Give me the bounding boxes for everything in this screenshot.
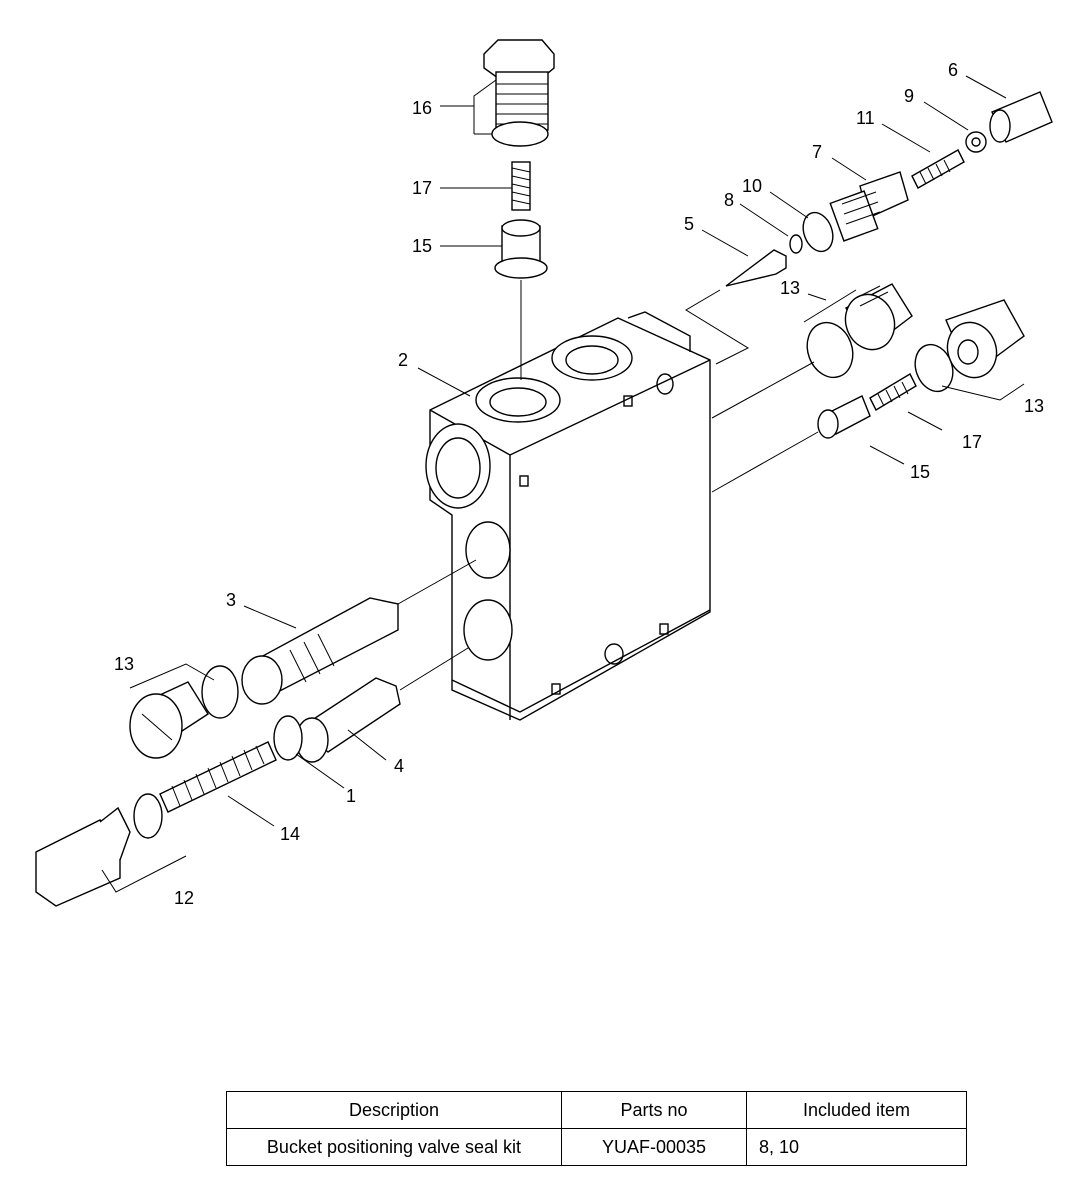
fitting-7	[829, 171, 909, 242]
callout-12: 12	[174, 888, 194, 908]
callout-16: 16	[412, 98, 432, 118]
plug-13-left	[129, 663, 239, 759]
poppet-15-right	[817, 395, 871, 439]
callout-13-upper: 13	[780, 278, 800, 298]
spring-17-right	[869, 373, 917, 411]
exploded-parts-diagram: 16 17 15 2 6 9 11 7 10 8 5 13 13 17 15 3…	[35, 39, 1053, 908]
spool-3	[241, 559, 477, 705]
plug-13-upper	[803, 283, 913, 379]
header-parts-no: Parts no	[561, 1091, 747, 1129]
callout-13-left: 13	[114, 654, 134, 674]
poppet-15-top	[494, 219, 548, 380]
spring-14	[159, 741, 277, 813]
oring-1	[273, 715, 303, 761]
valve-body	[425, 311, 711, 721]
callout-6: 6	[948, 60, 958, 80]
callout-15-top: 15	[412, 236, 432, 256]
poppet-5	[685, 249, 787, 365]
callout-1: 1	[346, 786, 356, 806]
callout-3: 3	[226, 590, 236, 610]
spool-4	[295, 647, 469, 763]
callout-labels: 16 17 15 2 6 9 11 7 10 8 5 13 13 17 15 3…	[114, 60, 1044, 908]
plug-12	[35, 793, 187, 907]
nut-9	[965, 131, 987, 153]
callout-4: 4	[394, 756, 404, 776]
callout-17-right: 17	[962, 432, 982, 452]
header-description: Description	[226, 1091, 562, 1129]
callout-5: 5	[684, 214, 694, 234]
callout-2: 2	[398, 350, 408, 370]
callout-14: 14	[280, 824, 300, 844]
callout-9: 9	[904, 86, 914, 106]
plug-16	[483, 39, 555, 147]
header-included-item: Included item	[746, 1091, 967, 1129]
cell-parts-no: YUAF-00035	[561, 1128, 747, 1166]
plug-13-right	[914, 299, 1025, 401]
callout-11: 11	[856, 108, 875, 128]
oring-8	[789, 234, 803, 254]
callout-15-right: 15	[910, 462, 930, 482]
oring-10	[802, 211, 834, 253]
callout-8: 8	[724, 190, 734, 210]
table-header-row: Description Parts no Included item	[226, 1091, 967, 1129]
cap-6	[989, 91, 1053, 143]
spring-17-top	[511, 161, 531, 211]
adjust-screw-11	[911, 149, 965, 189]
callout-10: 10	[742, 176, 762, 196]
callout-17-top: 17	[412, 178, 432, 198]
cell-description: Bucket positioning valve seal kit	[226, 1128, 562, 1166]
seal-kit-table: Description Parts no Included item Bucke…	[226, 1091, 967, 1166]
callout-13-right: 13	[1024, 396, 1044, 416]
cell-included-item: 8, 10	[746, 1128, 967, 1166]
callout-7: 7	[812, 142, 822, 162]
table-row: Bucket positioning valve seal kit YUAF-0…	[226, 1128, 967, 1166]
leader-lines	[227, 75, 1007, 827]
